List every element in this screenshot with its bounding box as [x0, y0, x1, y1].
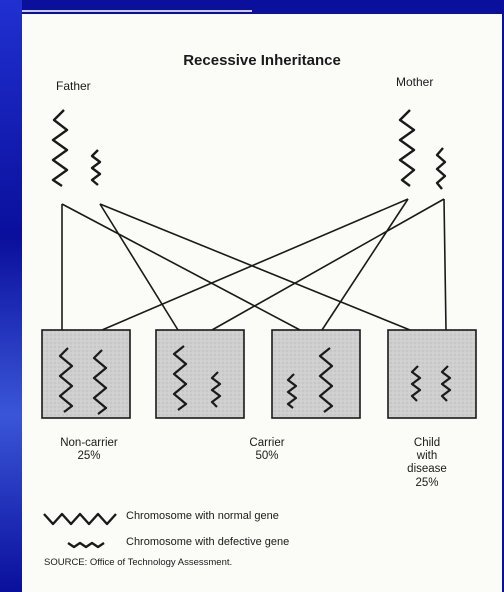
normal-chromosome-icon — [58, 347, 74, 413]
outcome-affected-label: Child with disease 25% — [382, 437, 472, 490]
line-mother-defective-to-affected — [443, 198, 447, 331]
inheritance-diagram — [41, 109, 477, 549]
legend-defective-label: Chromosome with defective gene — [126, 536, 290, 548]
normal-chromosome-icon — [92, 349, 108, 415]
slide-canvas: Recessive Inheritance Father Mother — [22, 14, 502, 592]
offspring-carrier-2 — [271, 329, 361, 419]
normal-chromosome-icon — [172, 345, 188, 411]
line-father-defective-to-carrier-1 — [99, 203, 179, 331]
outcome-line: Child — [413, 437, 441, 449]
inheritance-lines — [61, 198, 447, 331]
mother-normal-chromosome-icon — [398, 109, 416, 187]
top-accent-line — [22, 10, 252, 12]
outcome-line: Non-carrier — [60, 437, 118, 449]
outcome-line: 50% — [255, 450, 279, 463]
offspring-box — [41, 329, 131, 419]
line-father-normal-to-carrier-2 — [61, 203, 301, 331]
offspring-affected — [387, 329, 477, 419]
left-accent-gradient — [0, 0, 22, 592]
mother-defective-chromosome-icon — [435, 147, 447, 190]
diagram-title: Recessive Inheritance — [183, 52, 341, 69]
line-mother-normal-to-carrier-2 — [321, 198, 409, 331]
legend-normal-chromosome-icon — [43, 512, 117, 526]
outcome-line: 25% — [77, 450, 101, 463]
offspring-carrier-1 — [155, 329, 245, 419]
defective-chromosome-icon — [286, 373, 298, 409]
offspring-box — [387, 329, 477, 419]
father-chromosomes — [51, 109, 102, 187]
defective-chromosome-icon — [210, 371, 222, 408]
offspring-box — [155, 329, 245, 419]
outcome-line: Carrier — [249, 437, 285, 449]
legend-normal-label: Chromosome with normal gene — [126, 510, 279, 522]
outcome-line: disease — [407, 463, 447, 476]
offspring-noncarrier — [41, 329, 131, 419]
outcome-noncarrier-label: Non-carrier 25% — [44, 437, 134, 463]
source-note: SOURCE: Office of Technology Assessment. — [44, 557, 233, 568]
mother-label: Mother — [396, 75, 434, 89]
outcome-line: 25% — [415, 476, 439, 489]
line-mother-normal-to-noncarrier — [101, 198, 409, 331]
offspring-box — [271, 329, 361, 419]
mother-chromosomes — [398, 109, 447, 190]
outcome-line: with — [416, 450, 438, 463]
outcome-carrier-label: Carrier 50% — [222, 437, 312, 463]
line-father-defective-to-affected — [99, 203, 411, 331]
legend-defective-chromosome-icon — [67, 541, 105, 549]
father-normal-chromosome-icon — [51, 109, 69, 187]
father-defective-chromosome-icon — [90, 149, 102, 186]
defective-chromosome-icon — [410, 365, 422, 402]
father-label: Father — [56, 79, 91, 93]
defective-chromosome-icon — [440, 365, 452, 402]
normal-chromosome-icon — [318, 347, 334, 413]
line-mother-defective-to-carrier-1 — [211, 198, 445, 331]
